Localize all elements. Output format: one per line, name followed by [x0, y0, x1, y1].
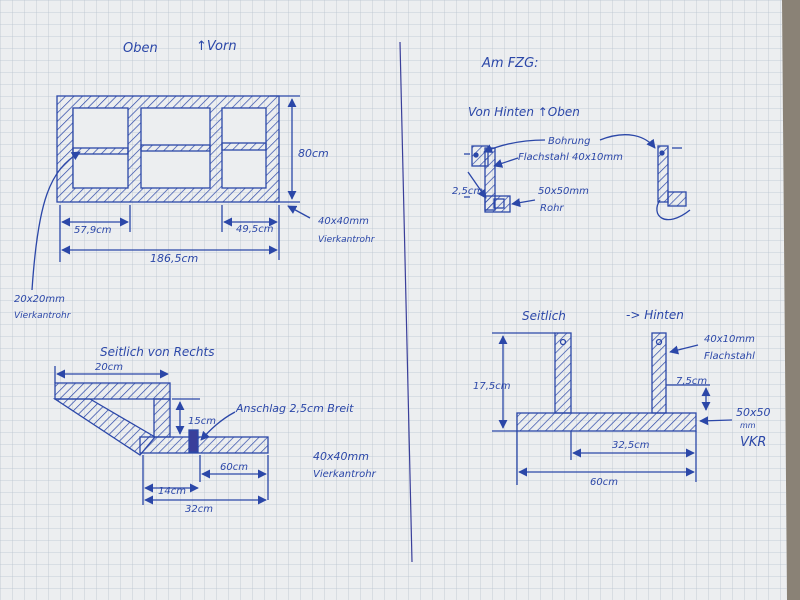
- vehicle-view-dim-small: 2,5cm: [452, 186, 483, 197]
- side-right-dim-right: 60cm: [220, 462, 248, 473]
- side-right-dim-top: 20cm: [95, 362, 123, 373]
- side-rear-tube-type: VKR: [740, 435, 766, 450]
- vehicle-view-subtitle: Von Hinten ↑Oben: [468, 105, 580, 119]
- vehicle-view-tube-size: 50x50mm: [538, 186, 589, 197]
- top-view-tube-left-type: Vierkantrohr: [14, 311, 72, 321]
- side-rear-dim-mid: 32,5cm: [612, 440, 650, 451]
- top-view-tube-left-size: 20x20mm: [14, 294, 65, 305]
- vehicle-view-drawing: [464, 134, 691, 221]
- side-rear-dim-small: 7,5cm: [676, 376, 707, 387]
- top-view-dim-left: 57,9cm: [74, 225, 112, 236]
- vehicle-view-flat-label: Flachstahl 40x10mm: [518, 152, 623, 163]
- side-right-dim-mid: 14cm: [158, 486, 186, 497]
- side-right-stop-label: Anschlag 2,5cm Breit: [235, 402, 354, 415]
- side-right-title: Seitlich von Rechts: [100, 345, 214, 359]
- side-rear-flat-size: 40x10mm: [704, 334, 755, 345]
- top-view-tube-right-size: 40x40mm: [318, 216, 369, 227]
- side-right-tube-type: Vierkantrohr: [313, 469, 377, 480]
- side-right-dim-height: 15cm: [188, 416, 216, 427]
- side-rear-tube-size: 50x50: [736, 406, 771, 419]
- side-rear-flat-type: Flachstahl: [704, 351, 755, 362]
- side-right-drawing: [52, 366, 269, 505]
- top-view-title: Oben: [123, 41, 158, 56]
- side-rear-title-left: Seitlich: [522, 309, 566, 323]
- side-rear-dim-total: 60cm: [590, 477, 618, 488]
- side-right-dim-total: 32cm: [185, 504, 213, 515]
- top-view-dim-right: 49,5cm: [236, 224, 274, 235]
- vehicle-view-tube-type: Rohr: [540, 203, 564, 214]
- top-view-drawing: [31, 95, 311, 291]
- vehicle-view-hole-label: Bohrung: [548, 136, 590, 147]
- side-right-tube-size: 40x40mm: [313, 450, 369, 463]
- top-view-dim-height: 80cm: [298, 147, 329, 160]
- top-view-dim-total: 186,5cm: [150, 252, 198, 265]
- vehicle-view-title: Am FZG:: [481, 56, 539, 71]
- top-view-tube-right-type: Vierkantrohr: [318, 235, 376, 245]
- top-view-direction: ↑Vorn: [196, 39, 237, 54]
- center-fold-line: [399, 41, 413, 563]
- side-rear-drawing: [492, 332, 733, 485]
- side-rear-dim-height: 17,5cm: [473, 381, 511, 392]
- side-rear-tube-unit: mm: [740, 421, 756, 430]
- side-rear-title-right: -> Hinten: [626, 308, 684, 322]
